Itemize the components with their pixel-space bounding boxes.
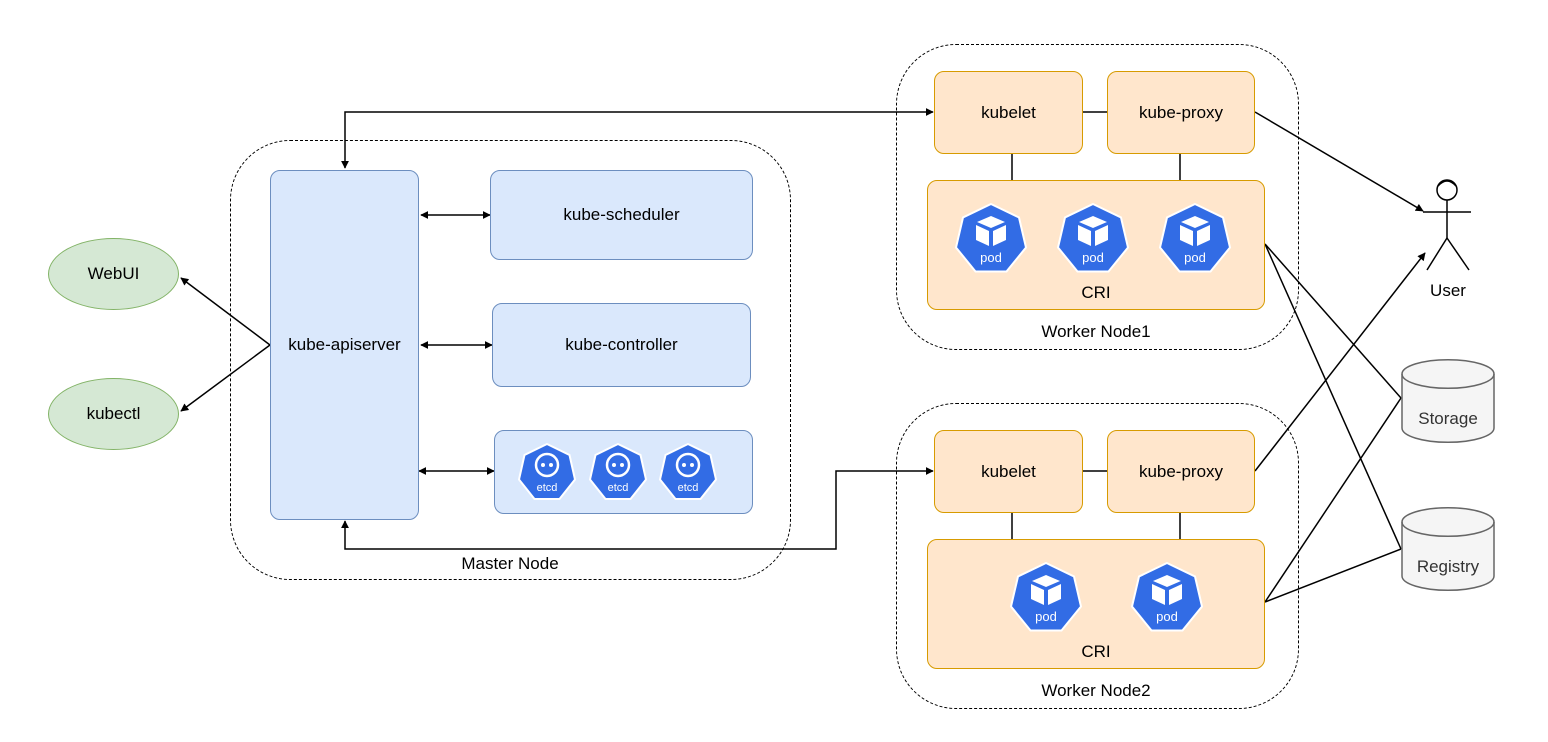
pod-icon: pod (1009, 561, 1083, 632)
kubectl-label: kubectl (86, 404, 141, 423)
pod-icon: pod (1130, 561, 1204, 632)
worker-node1-label: Worker Node1 (1041, 322, 1151, 341)
worker-node1-group (896, 44, 1299, 350)
kubectl-ellipse: kubectl (48, 378, 179, 450)
link-apiserver-kubelet1 (341, 108, 934, 169)
link-apiserver-kubectl (180, 344, 271, 412)
kube-controller-box: kube-controller (492, 303, 751, 387)
registry-label: Registry (1416, 557, 1480, 576)
pod-icon: pod (1056, 202, 1130, 273)
master-node-group (230, 140, 791, 580)
cri-label: CRI (1081, 642, 1111, 661)
pod-text: pod (1035, 609, 1057, 624)
link-cri1-storage (1264, 243, 1402, 399)
link-cri2-storage (1264, 397, 1402, 603)
kube-proxy-box: kube-proxy (1107, 71, 1255, 154)
kube-proxy-label: kube-proxy (1138, 461, 1224, 481)
kubelet-label: kubelet (981, 461, 1036, 481)
kube-proxy-label: kube-proxy (1138, 102, 1224, 122)
etcd-icon: etcd (517, 442, 577, 500)
link-cri2-registry (1264, 548, 1402, 603)
kube-scheduler-label: kube-scheduler (563, 205, 680, 224)
kube-apiserver-box: kube-apiserver (270, 170, 419, 520)
storage-cylinder (1401, 358, 1495, 444)
pod-text: pod (980, 250, 1002, 265)
pod-text: pod (1156, 609, 1178, 624)
link-proxy1-user (1254, 111, 1424, 212)
kube-proxy-box: kube-proxy (1107, 430, 1255, 513)
worker-node2-group (896, 403, 1299, 709)
worker-node2-label: Worker Node2 (1041, 681, 1151, 700)
etcd-icon: etcd (658, 442, 718, 500)
cri-label: CRI (1081, 283, 1111, 302)
kube-controller-label: kube-controller (565, 335, 678, 354)
webui-ellipse: WebUI (48, 238, 179, 310)
cri-box: CRI (927, 539, 1265, 669)
etcd-text: etcd (537, 482, 558, 494)
kube-apiserver-label: kube-apiserver (288, 335, 401, 354)
pod-icon: pod (1158, 202, 1232, 273)
registry-cylinder (1401, 506, 1495, 592)
master-node-label: Master Node (461, 554, 559, 573)
kubelet-box: kubelet (934, 430, 1083, 513)
user-label: User (1430, 281, 1466, 300)
kubelet-label: kubelet (981, 102, 1036, 122)
pod-text: pod (1184, 250, 1206, 265)
link-apiserver-kubelet2 (341, 467, 934, 550)
kube-scheduler-box: kube-scheduler (490, 170, 753, 260)
user-icon (1423, 179, 1471, 271)
etcd-text: etcd (678, 482, 699, 494)
etcd-text: etcd (608, 482, 629, 494)
storage-label: Storage (1418, 409, 1478, 428)
pod-text: pod (1082, 250, 1104, 265)
link-apiserver-webui (180, 277, 271, 346)
webui-label: WebUI (87, 264, 140, 283)
etcd-icon: etcd (588, 442, 648, 500)
pod-icon: pod (954, 202, 1028, 273)
kubelet-box: kubelet (934, 71, 1083, 154)
